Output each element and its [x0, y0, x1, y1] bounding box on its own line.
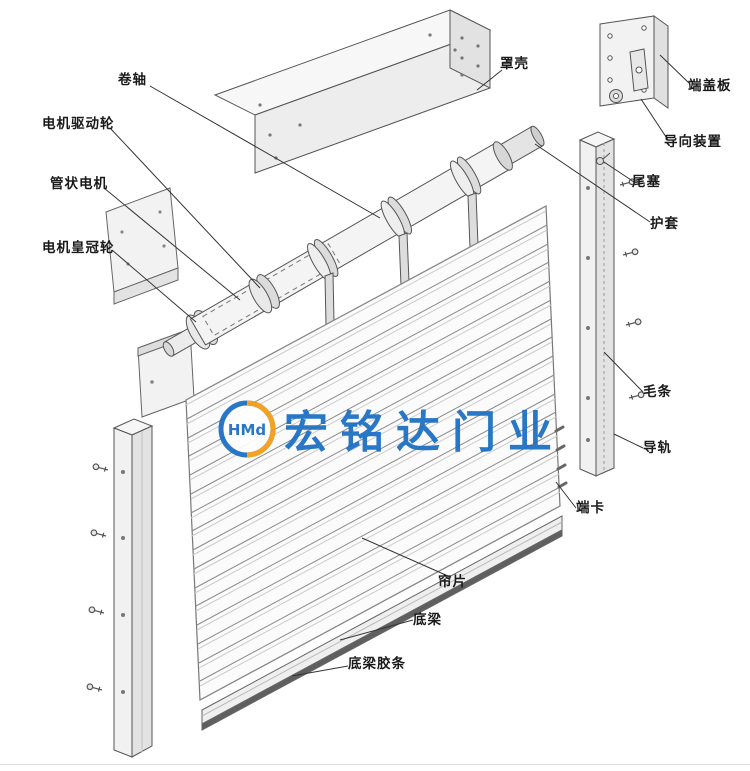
cover-shell-box [213, 9, 492, 174]
label-curtain-slat: 帘片 [438, 574, 467, 590]
leader-end-clip [555, 481, 577, 509]
curtain-slat-lines [185, 205, 561, 701]
label-bottom-beam-rubber: 底梁胶条 [348, 656, 406, 672]
label-roller-shaft: 卷轴 [118, 72, 147, 88]
brand-logo-icon: HMd [218, 400, 276, 458]
leader-guide-rail [613, 433, 644, 449]
leader-bottom-beam [339, 619, 414, 641]
label-bottom-beam: 底梁 [413, 612, 442, 628]
label-cover-shell: 罩壳 [500, 56, 529, 72]
brand-logo-text: HMd [228, 421, 266, 439]
label-guide-device: 导向装置 [664, 134, 722, 150]
leader-curtain-slat [361, 537, 449, 577]
label-guide-rail: 导轨 [643, 440, 672, 456]
label-motor-drive-wheel: 电机驱动轮 [42, 116, 115, 132]
tail-plug-part [596, 152, 611, 165]
leader-cover-shell [476, 69, 503, 91]
label-brush-strip: 毛条 [643, 384, 672, 400]
motor-drive-wheel-part [248, 274, 280, 314]
curtain-panel [185, 205, 568, 701]
end-clips-part [554, 425, 568, 489]
bottom-divider [0, 764, 750, 765]
label-end-clip: 端卡 [576, 500, 605, 516]
leader-tubular-motor [103, 187, 241, 301]
leader-tail-plug [603, 161, 635, 183]
protective-sleeve-part [492, 125, 545, 171]
leader-protective-sleeve [534, 143, 651, 223]
cover-shell-rivets [258, 33, 480, 160]
guide-device-part [609, 48, 649, 103]
left-guide-rail [85, 418, 154, 758]
bottom-beam-rubber-part [201, 529, 563, 731]
curtain-slat-grooves [185, 210, 561, 687]
leader-lines [103, 54, 691, 677]
leader-end-cover-plate [659, 54, 691, 85]
bottom-beam-part [201, 515, 563, 731]
label-tubular-motor: 管状电机 [50, 176, 108, 192]
leader-brush-strip [603, 351, 644, 393]
leader-bottom-beam-rubber [291, 665, 349, 677]
leader-roller-shaft [149, 85, 381, 219]
label-motor-crown-wheel: 电机皇冠轮 [42, 240, 115, 256]
label-end-cover-plate: 端盖板 [688, 78, 732, 94]
leader-guide-device [640, 98, 669, 141]
motor-mounting-plate [105, 187, 179, 305]
brand-name-text: 宏铭达门业 [284, 407, 564, 458]
label-protective-sleeve: 护套 [650, 216, 679, 232]
leader-motor-drive-wheel [109, 127, 261, 289]
leader-motor-crown-wheel [111, 249, 197, 323]
right-guide-rail [578, 131, 646, 477]
watermark: HMd 宏铭达门业 [218, 400, 564, 458]
label-tail-plug: 尾塞 [632, 174, 661, 190]
end-cover-plate-part [599, 15, 669, 109]
